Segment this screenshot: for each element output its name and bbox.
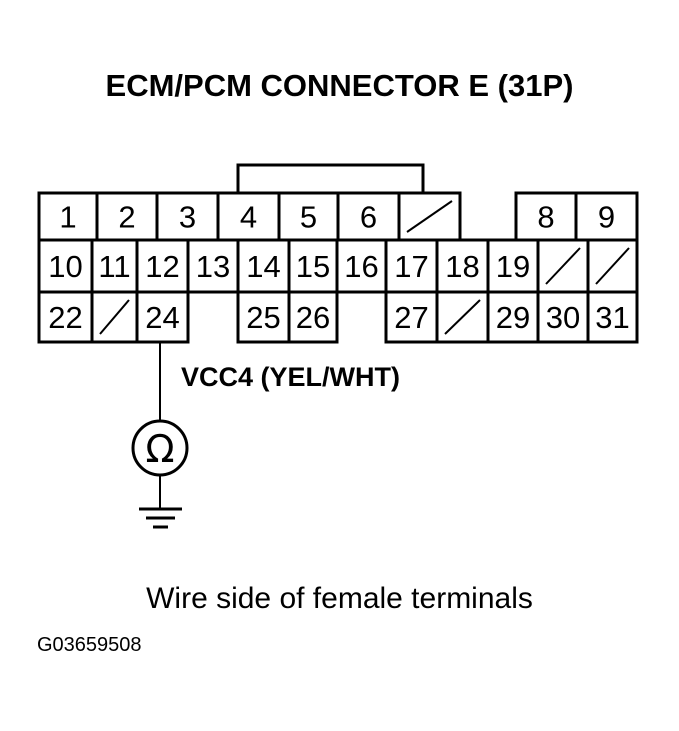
- pin-3-label: 3: [179, 200, 196, 235]
- pin-22-label: 22: [48, 300, 82, 335]
- pin-30-label: 30: [546, 300, 580, 335]
- figure-id: G03659508: [37, 634, 142, 656]
- pin-24-cavity: [135, 290, 190, 344]
- unused-cavity-slash: [545, 247, 581, 285]
- unused-cavity-slash: [99, 299, 130, 335]
- ohmmeter-icon: Ω: [131, 419, 189, 477]
- pin-12-cavity: [135, 238, 190, 294]
- pin-25-label: 25: [246, 300, 280, 335]
- pin-24-label: 24: [145, 300, 179, 335]
- caption: Wire side of female terminals: [146, 582, 533, 615]
- connector-lock-tab: [236, 163, 425, 195]
- pin-19-label: 19: [496, 249, 530, 284]
- pin-14-label: 14: [246, 249, 280, 284]
- pin-18-label: 18: [445, 249, 479, 284]
- pin-15-label: 15: [296, 249, 330, 284]
- pin-4-label: 4: [240, 200, 257, 235]
- pin-9-label: 9: [598, 200, 615, 235]
- pin-13-cavity: [186, 238, 240, 294]
- pin-2-label: 2: [118, 200, 135, 235]
- pin-16-label: 16: [344, 249, 378, 284]
- connector-title: ECM/PCM CONNECTOR E (31P): [105, 68, 574, 103]
- pin-19-cavity: [486, 238, 540, 294]
- wire-label: VCC4 (YEL/WHT): [181, 362, 400, 392]
- pin-31-cavity: [586, 290, 639, 344]
- unused-cavity-slash: [406, 200, 453, 233]
- pin-1-label: 1: [59, 200, 76, 235]
- pin-31-label: 31: [595, 300, 629, 335]
- pin-17-cavity: [384, 238, 439, 294]
- pin-29-label: 29: [496, 300, 530, 335]
- ground-icon: [139, 507, 182, 529]
- pin-13-label: 13: [196, 249, 230, 284]
- pin-10-label: 10: [48, 249, 82, 284]
- pin-30-cavity: [536, 290, 590, 344]
- pin-5-label: 5: [300, 200, 317, 235]
- pin-17-label: 17: [394, 249, 428, 284]
- pin-26-label: 26: [296, 300, 330, 335]
- pin-12-label: 12: [145, 249, 179, 284]
- pin-11-label: 11: [98, 249, 130, 284]
- unused-cavity-slash: [444, 299, 481, 335]
- pin-27-label: 27: [394, 300, 428, 335]
- pin-22-cavity: [37, 290, 94, 344]
- ohm-symbol: Ω: [145, 427, 174, 471]
- pin-9-cavity: [574, 191, 639, 242]
- pin-6-label: 6: [360, 200, 377, 235]
- pin-1-cavity: [37, 191, 99, 242]
- pin-27-cavity: [384, 290, 439, 344]
- unused-cavity-slash: [595, 247, 630, 285]
- pin-26-cavity: [287, 290, 339, 344]
- pin-8-label: 8: [537, 200, 554, 235]
